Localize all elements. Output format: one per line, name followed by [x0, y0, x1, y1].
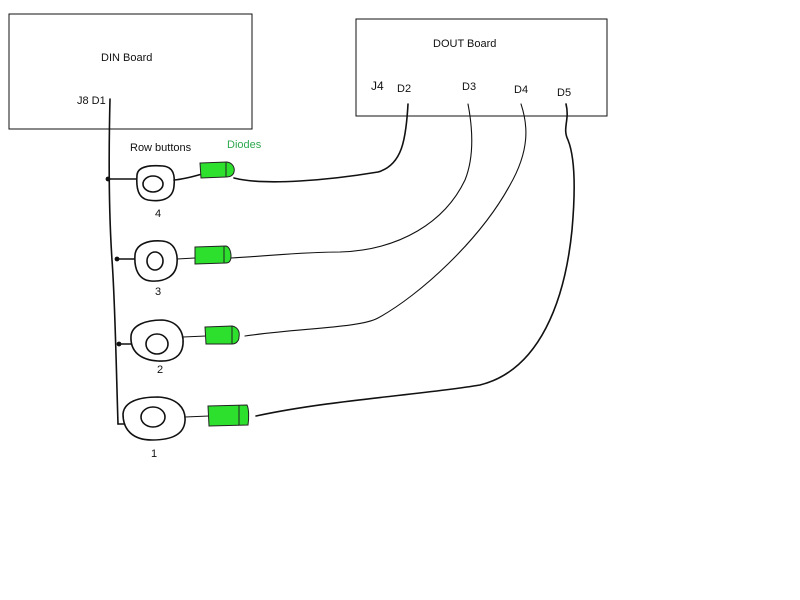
button-3-center: [146, 251, 164, 271]
row-button-3: 3: [134, 240, 178, 298]
button-1-number: 1: [151, 448, 157, 460]
diodes-label: Diodes: [227, 139, 262, 151]
junction-dot-3: [114, 256, 120, 262]
diode-1-body: [207, 404, 250, 427]
row-button-4: 4: [135, 164, 176, 220]
diode-3-body: [194, 245, 232, 265]
button-2-number: 2: [157, 364, 163, 376]
diode-4-body: [199, 161, 235, 179]
dout-pin-d5: D5: [557, 87, 571, 99]
junction-dot-2: [116, 341, 122, 347]
wire-diode-4-to-d2: [233, 103, 409, 183]
button-3-number: 3: [155, 286, 161, 298]
din-connector-label: J8 D1: [77, 95, 106, 107]
dout-connector-label: J4: [371, 79, 384, 93]
button-4-number: 4: [155, 208, 161, 220]
common-bus-wire: [108, 98, 119, 425]
lead-button-4-diode: [173, 173, 203, 181]
dout-board-title: DOUT Board: [433, 38, 496, 50]
dout-pin-d2: D2: [397, 83, 411, 95]
row-button-2: 2: [130, 319, 184, 376]
wire-diode-1-to-d5: [255, 103, 575, 417]
diode-row-1: [207, 404, 250, 427]
din-board-box: [8, 13, 253, 130]
button-4-center: [142, 175, 164, 193]
button-1-center: [140, 406, 166, 428]
diode-row-2: [204, 325, 240, 345]
junction-dot-4: [105, 176, 111, 182]
wire-diode-3-to-d3: [230, 103, 473, 259]
lead-button-1-diode: [184, 415, 210, 418]
din-board: DIN Board J8 D1: [8, 13, 253, 130]
diode-2-body: [204, 325, 240, 345]
row-button-1: 1: [122, 396, 186, 460]
din-board-title: DIN Board: [101, 52, 152, 64]
button-2-center: [145, 333, 169, 355]
row-buttons-label: Row buttons: [130, 142, 192, 154]
dout-board: DOUT Board J4 D2 D3 D4 D5: [355, 18, 608, 117]
lead-button-2-diode: [182, 335, 207, 338]
dout-pin-d4: D4: [514, 84, 528, 96]
dout-pin-d3: D3: [462, 81, 476, 93]
wire-diode-2-to-d4: [244, 103, 527, 337]
lead-button-3-diode: [176, 257, 196, 260]
diode-row-3: [194, 245, 232, 265]
dout-board-box: [355, 18, 608, 117]
diode-row-4: [199, 161, 235, 179]
